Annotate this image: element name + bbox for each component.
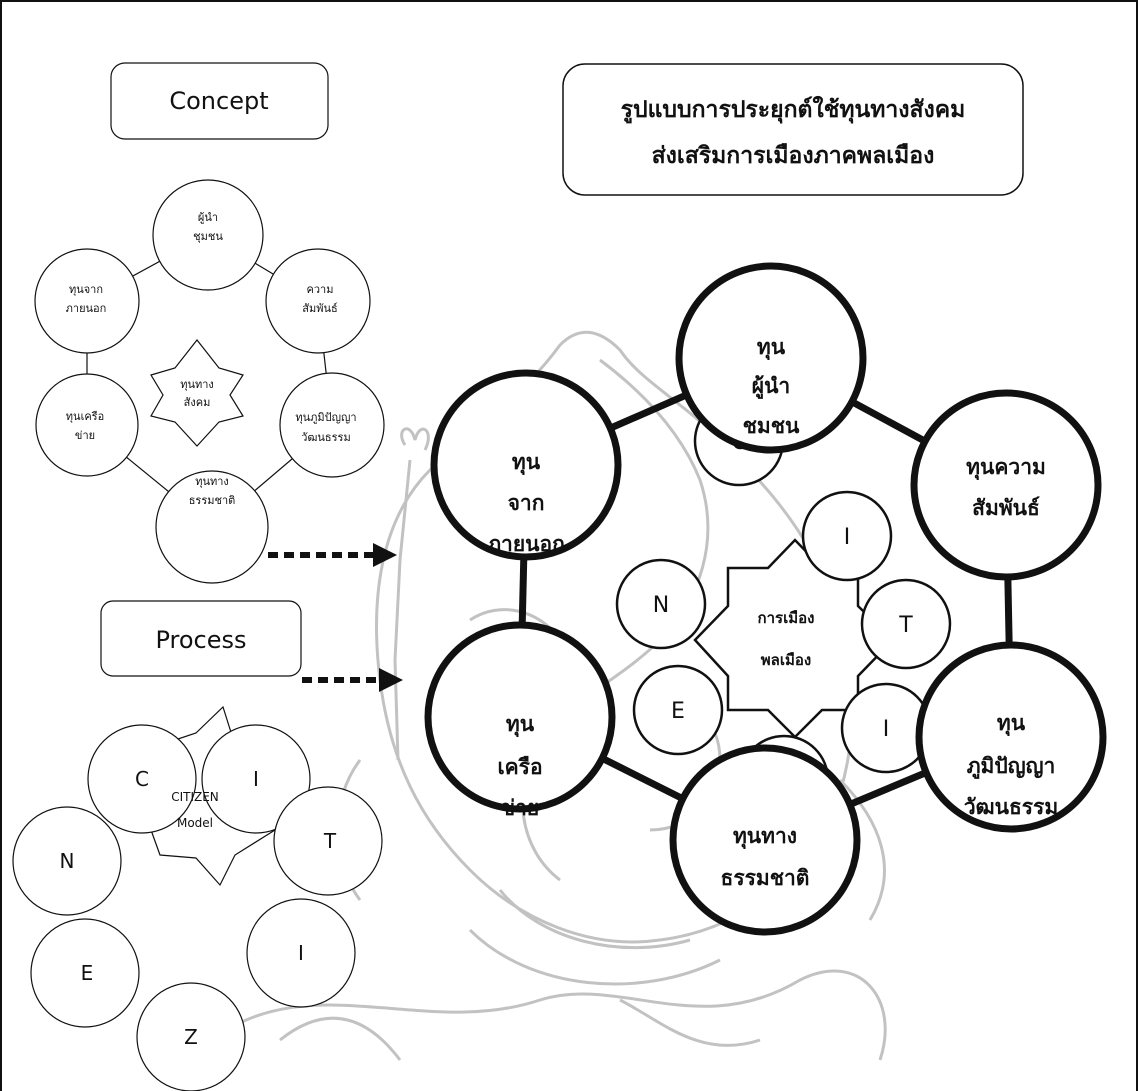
process-center-line1: CITIZEN <box>171 790 219 804</box>
model-letter-t: T <box>898 613 913 638</box>
model-node-nature <box>669 744 861 936</box>
concept-center-star <box>150 339 244 447</box>
model-center-line2: พลเมือง <box>761 651 811 669</box>
model-node-wisdom-culture-line3: วัฒนธรรม <box>964 795 1058 819</box>
concept-node-relationship-line1: ความ <box>307 283 334 296</box>
process-letter-c: C <box>135 767 149 791</box>
model-node-relationship <box>910 389 1102 581</box>
model-node-external-line1: ทุน <box>512 450 541 476</box>
arrow-concept-to-model <box>268 543 397 567</box>
concept-node-wisdom-culture-line1: ทุนภูมิปัญญา <box>295 411 356 424</box>
model-node-nature-line1: ทุนทาง <box>733 824 797 850</box>
process-label-box <box>100 600 302 677</box>
concept-node-network-line1: ทุนเครือ <box>66 410 104 423</box>
model-title-line1: รูปแบบการประยุกต์ใช้ทุนทางสังคม <box>621 95 966 124</box>
process-letter-circle-i1 <box>201 724 311 834</box>
model-node-community-leader-line3: ชมชน <box>743 414 800 438</box>
process-letter-i1: I <box>253 767 259 791</box>
model-node-network-line1: ทุน <box>506 712 535 738</box>
concept-node-external-line1: ทุนจาก <box>69 283 103 296</box>
process-letter-circle-c <box>87 724 197 834</box>
concept-node-relationship-line2: สัมพันธ์ <box>302 302 337 315</box>
concept-node-community-leader <box>152 179 264 291</box>
process-label: Process <box>155 626 246 654</box>
model-node-network-line2: เครือ <box>497 755 542 779</box>
model-letter-i1: I <box>844 525 851 550</box>
concept-node-relationship <box>265 248 371 354</box>
model-node-community-leader <box>675 262 867 454</box>
concept-node-nature-line1: ทุนทาง <box>195 475 229 488</box>
model-node-external-line3: ภายนอก <box>487 532 565 556</box>
process-letter-circle-t <box>273 786 383 896</box>
model-letter-n: N <box>653 593 669 618</box>
model-letter-circle-i1 <box>801 490 893 582</box>
concept-node-network <box>35 373 139 477</box>
model-node-network <box>424 621 616 813</box>
model-node-relationship-line2: สัมพันธ์ <box>972 496 1040 520</box>
model-node-external-line2: จาก <box>508 491 545 515</box>
process-letter-circle-z <box>136 982 246 1091</box>
model-node-community-leader-line2: ผู้นำ <box>752 374 790 400</box>
model-node-relationship-line1: ทุนความ <box>966 455 1046 481</box>
process-letter-circle-i2 <box>246 898 356 1008</box>
arrow-process-to-model <box>302 668 403 692</box>
model-node-community-leader-line1: ทุน <box>757 335 786 361</box>
model-title-box <box>562 63 1024 196</box>
process-letter-circle-e <box>30 918 140 1028</box>
concept-node-wisdom-culture-line2: วัฒนธรรม <box>301 431 350 444</box>
model-letter-circle-t <box>860 578 952 670</box>
model-letter-circle-n <box>615 558 707 650</box>
model-node-nature-line2: ธรรมชาติ <box>721 866 810 890</box>
concept-node-external-line2: ภายนอก <box>66 302 107 315</box>
concept-label: Concept <box>169 87 268 115</box>
process-letter-n: N <box>60 849 75 873</box>
concept-node-network-line2: ข่าย <box>75 429 95 442</box>
process-letter-z: Z <box>184 1025 198 1049</box>
model-node-network-line3: ข่าย <box>501 796 539 820</box>
concept-node-wisdom-culture <box>279 372 385 478</box>
model-title-line2: ส่งเสริมการเมืองภาคพลเมือง <box>652 143 935 169</box>
concept-node-nature-line2: ธรรมชาติ <box>189 494 236 507</box>
model-letter-i2: I <box>883 717 890 742</box>
concept-center-line2: สังคม <box>184 396 211 409</box>
process-letter-i2: I <box>298 941 304 965</box>
process-letter-t: T <box>323 829 337 853</box>
concept-node-nature <box>155 470 269 584</box>
model-node-wisdom-culture <box>915 641 1107 833</box>
concept-label-box <box>110 62 329 140</box>
concept-node-external <box>34 248 140 354</box>
process-center-line2: Model <box>177 816 213 830</box>
concept-center-line1: ทุนทาง <box>180 378 214 391</box>
concept-node-community-leader-line2: ชุมชน <box>193 230 223 243</box>
model-node-wisdom-culture-line1: ทุน <box>997 711 1026 737</box>
model-node-external <box>430 369 622 561</box>
model-center-line1: การเมือง <box>758 609 815 627</box>
model-node-wisdom-culture-line2: ภูมิปัญญา <box>967 754 1056 780</box>
model-letter-circle-e <box>632 664 724 756</box>
model-letter-e: E <box>671 699 685 724</box>
concept-node-community-leader-line1: ผู้นำ <box>198 211 218 224</box>
process-letter-e: E <box>81 961 94 985</box>
process-letter-circle-n <box>12 806 122 916</box>
